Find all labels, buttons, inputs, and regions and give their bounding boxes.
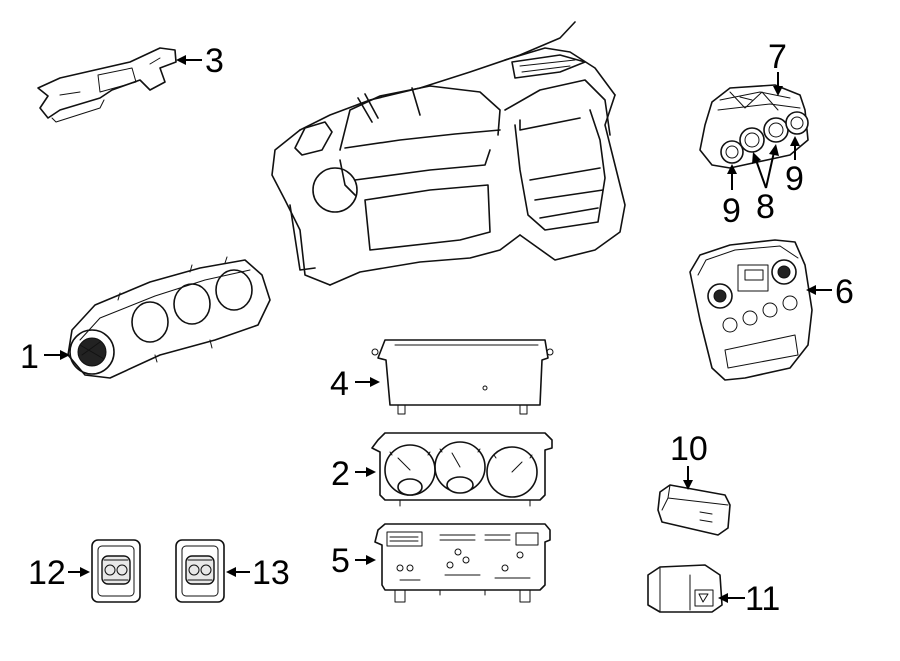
callout-11: 11 (745, 580, 780, 618)
part-1-cluster-bezel (67, 256, 271, 379)
part-12-window-switch (91, 539, 141, 603)
callout-7: 7 (768, 38, 787, 76)
callout-8: 8 (756, 188, 775, 226)
callout-10: 10 (670, 430, 708, 468)
callout-6: 6 (835, 273, 854, 311)
callout-12: 12 (28, 554, 66, 592)
part-10-switch (657, 484, 731, 536)
part-3-bracket (37, 47, 177, 123)
callout-9-left: 9 (722, 192, 741, 230)
part-7-control-head (699, 84, 809, 169)
callout-2: 2 (331, 455, 350, 493)
part-11-switch (647, 564, 723, 613)
callout-5: 5 (331, 542, 350, 580)
callout-labels: 1 3 4 2 5 6 7 8 9 9 10 11 12 13 (20, 38, 854, 618)
callout-arrows (44, 55, 832, 603)
callout-1: 1 (20, 338, 39, 376)
instrument-panel-illustration (271, 21, 626, 286)
part-13-window-switch (175, 539, 225, 603)
callout-4: 4 (330, 365, 349, 403)
callout-9-right: 9 (785, 160, 804, 198)
callout-13: 13 (252, 554, 290, 592)
part-5-circuit-board (374, 523, 551, 603)
callout-3: 3 (205, 42, 224, 80)
part-4-cluster-lens (371, 339, 554, 415)
part-2-gauge-cluster (371, 432, 553, 507)
part-6-control-bezel (689, 239, 813, 381)
